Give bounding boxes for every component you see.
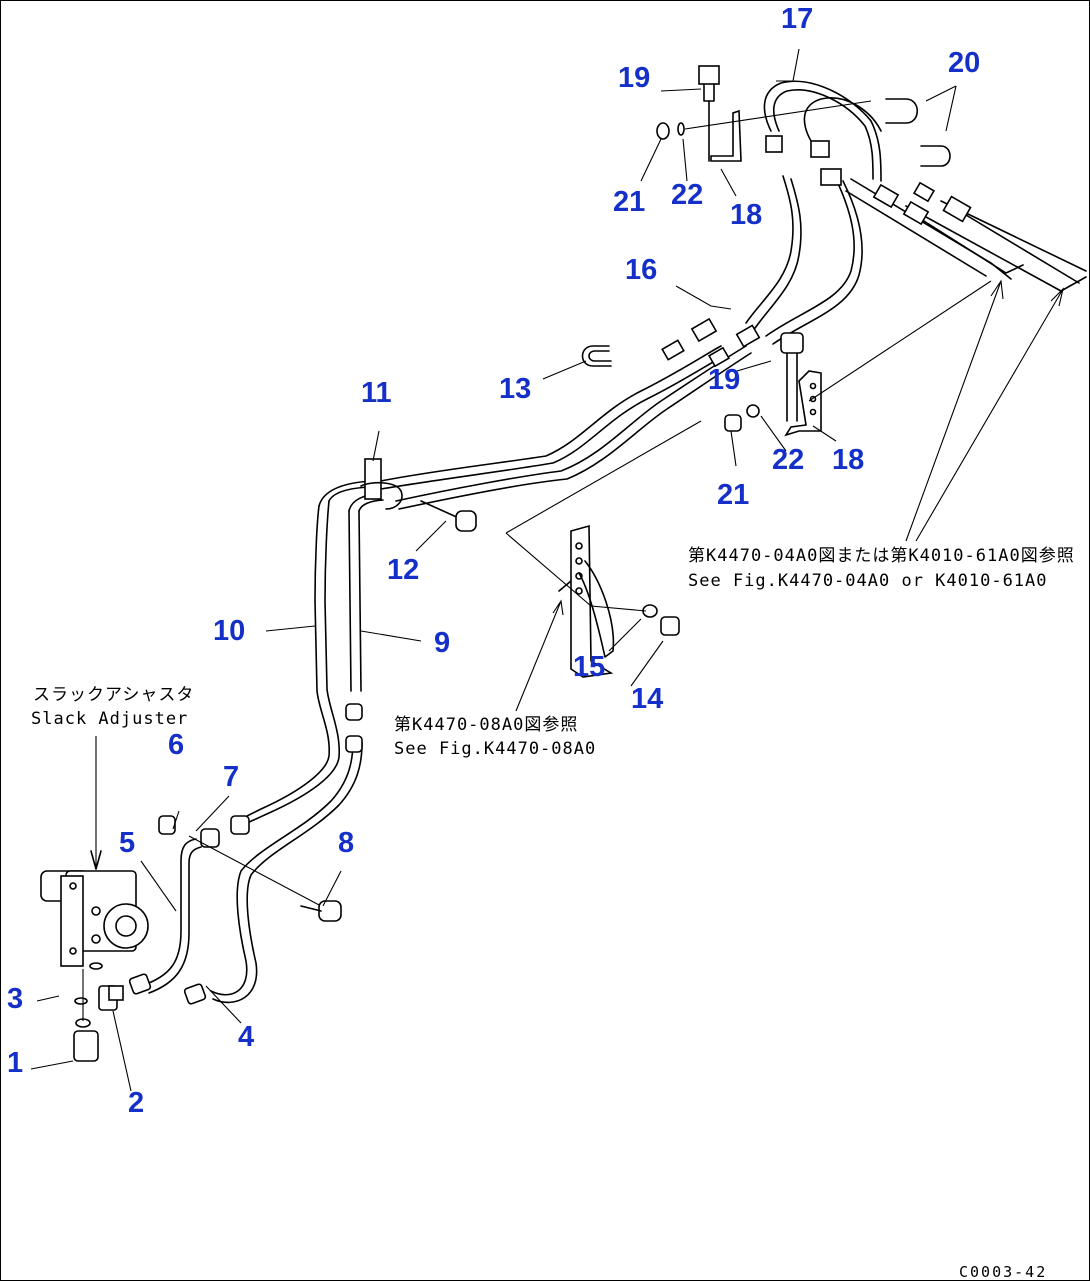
tube-9 [210, 492, 384, 1004]
callout-11: 11 [361, 377, 392, 409]
callout-22-lower: 22 [772, 444, 805, 476]
slack-adjuster-label-jp: スラックアシャスタ [33, 685, 195, 705]
callout-3: 3 [7, 983, 24, 1015]
callout-20: 20 [948, 47, 981, 79]
callout-13: 13 [499, 373, 532, 405]
callout-10: 10 [213, 615, 246, 647]
drawing-code: C0003-42 [959, 1263, 1048, 1281]
leader-lines [30, 48, 1064, 1092]
tube-10 [240, 480, 372, 824]
reference-note-1-en: See Fig.K4470-08A0 [394, 739, 597, 759]
callout-14: 14 [631, 683, 664, 715]
bracket-18-upper [656, 65, 872, 162]
callout-7: 7 [223, 761, 240, 793]
fittings [661, 135, 972, 368]
callout-17: 17 [781, 3, 814, 35]
callout-12: 12 [387, 554, 420, 586]
reference-note-2-jp: 第K4470-04A0図または第K4010-61A0図参照 [688, 546, 1075, 566]
reference-note-2-en: See Fig.K4470-04A0 or K4010-61A0 [688, 571, 1048, 591]
small-parts-1-3 [73, 962, 124, 1062]
slack-adjuster-label-en: Slack Adjuster [31, 709, 189, 729]
callout-22-upper: 22 [671, 179, 704, 211]
callout-6: 6 [168, 729, 185, 761]
callout-19-lower: 19 [708, 364, 741, 396]
callout-4: 4 [238, 1021, 255, 1053]
bracket-14-15 [505, 420, 702, 678]
callout-21-upper: 21 [613, 186, 646, 218]
callout-9: 9 [434, 627, 451, 659]
u-bolts-20 [885, 98, 951, 167]
callout-16: 16 [625, 254, 658, 286]
callout-19-upper: 19 [618, 62, 651, 94]
bracket-18-lower [724, 280, 992, 437]
callout-15: 15 [573, 651, 606, 683]
callout-21-lower: 21 [717, 479, 750, 511]
callout-18-lower: 18 [832, 444, 865, 476]
callout-5: 5 [119, 827, 136, 859]
bolt-12 [420, 500, 477, 532]
reference-note-1-jp: 第K4470-08A0図参照 [394, 715, 579, 735]
slack-adjuster [40, 736, 149, 967]
callout-18-upper: 18 [730, 199, 763, 231]
callout-2: 2 [128, 1087, 145, 1119]
callout-1: 1 [7, 1047, 24, 1079]
u-bolt-13 [581, 345, 612, 367]
lower-fittings [128, 703, 363, 1005]
upper-tubes [380, 80, 1087, 510]
callout-8: 8 [338, 827, 355, 859]
